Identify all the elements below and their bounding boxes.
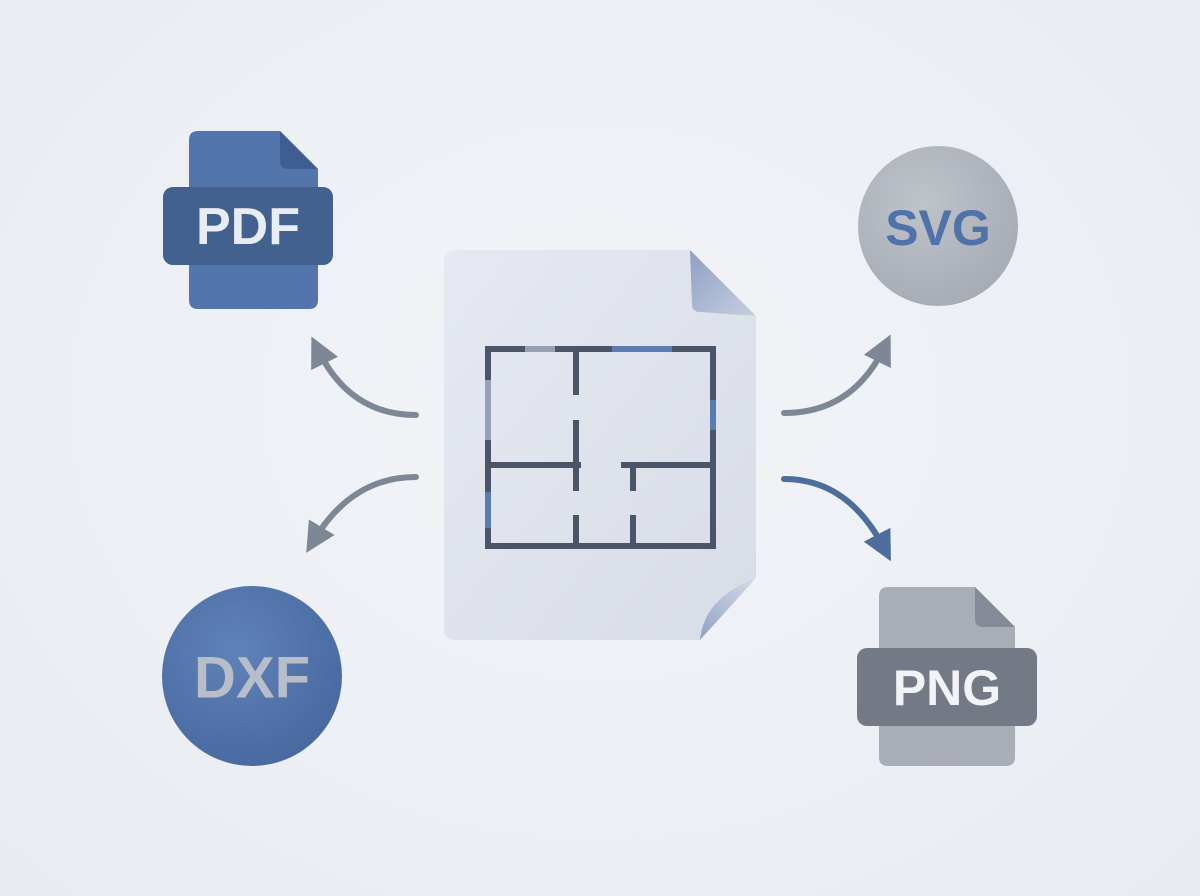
pdf-label-band (163, 187, 333, 265)
png-label: PNG (893, 660, 1001, 716)
pdf-file-fold (280, 131, 318, 169)
dxf-badge-circle (162, 586, 342, 766)
floor-plan-document-icon (444, 250, 756, 640)
png-file-icon: PNG (857, 587, 1037, 766)
pdf-file-icon: PDF (163, 131, 333, 309)
floor-plan-highlights (485, 346, 716, 528)
svg-circle-badge-icon: SVG (858, 146, 1018, 306)
png-file-fold (975, 587, 1015, 627)
pdf-label: PDF (196, 198, 300, 256)
arrows (306, 334, 891, 562)
document-page-curl (700, 578, 756, 640)
dxf-circle-badge-icon: DXF (162, 586, 342, 766)
png-label-band (857, 648, 1037, 726)
arrow-to-png (781, 476, 891, 562)
arrow-to-dxf (306, 474, 419, 553)
document-fold-corner (690, 250, 756, 316)
svg-label: SVG (885, 200, 991, 256)
dxf-label: DXF (194, 646, 310, 711)
svg-badge-circle (858, 146, 1018, 306)
arrow-to-svg (781, 334, 891, 416)
arrow-to-pdf (311, 336, 419, 418)
floor-plan-faded-segments (485, 346, 555, 440)
